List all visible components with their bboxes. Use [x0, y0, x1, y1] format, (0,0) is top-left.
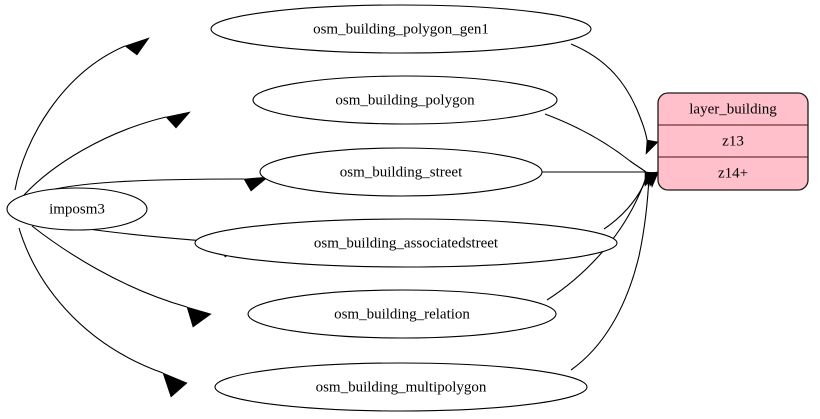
zoom-z13-label: z13	[722, 133, 744, 149]
node-shape[interactable]	[252, 75, 558, 125]
arrow-head-icon	[243, 176, 269, 192]
arrow-head-icon	[186, 306, 212, 328]
edge-path	[544, 113, 647, 173]
node-osm-building-multipolygon[interactable]: osm_building_multipolygon	[214, 362, 588, 412]
edge-imposm3-to-polygon-gen1	[14, 37, 150, 191]
edge-street-to-z14plus	[542, 171, 659, 186]
arrow-head-icon	[648, 172, 659, 188]
node-label: osm_building_relation	[334, 306, 470, 322]
arrow-head-icon	[162, 372, 188, 398]
node-layer-building[interactable]: layer_building z13 z14+	[657, 92, 809, 191]
node-osm-building-polygon[interactable]: osm_building_polygon	[252, 75, 558, 125]
node-shape[interactable]	[6, 187, 148, 231]
node-shape[interactable]	[214, 362, 588, 412]
node-osm-building-relation[interactable]: osm_building_relation	[247, 289, 557, 339]
node-shape[interactable]	[210, 4, 592, 54]
node-shape[interactable]	[259, 147, 543, 197]
node-osm-building-polygon-gen1[interactable]: osm_building_polygon_gen1	[210, 4, 592, 54]
arrow-head-icon	[645, 139, 659, 155]
node-label: osm_building_polygon_gen1	[313, 21, 489, 37]
edge-imposm3-to-multipolygon	[18, 227, 188, 398]
node-shape[interactable]	[247, 289, 557, 339]
node-imposm3[interactable]: imposm3	[6, 187, 148, 231]
node-osm-building-associatedstreet[interactable]: osm_building_associatedstreet	[194, 218, 618, 268]
arrow-head-icon	[124, 37, 150, 56]
edge-path	[570, 175, 650, 371]
layer-title-label: layer_building	[689, 101, 777, 117]
node-label: osm_building_multipolygon	[316, 379, 487, 395]
node-label: osm_building_associatedstreet	[314, 235, 499, 251]
edge-path	[23, 116, 167, 196]
edge-path	[14, 45, 126, 191]
edge-imposm3-to-polygon	[23, 111, 191, 196]
node-label: osm_building_street	[340, 164, 463, 180]
arrow-head-icon	[165, 111, 191, 129]
node-label: imposm3	[49, 201, 105, 217]
edge-path	[570, 43, 648, 141]
edge-path	[18, 227, 164, 374]
node-shape[interactable]	[194, 218, 618, 268]
edge-multipolygon-to-z14plus	[570, 172, 659, 371]
edge-polygon-to-z14plus	[544, 113, 659, 187]
edge-polygon-gen1-to-z13	[570, 43, 659, 155]
edge-path	[546, 173, 648, 301]
node-label: osm_building_polygon	[335, 92, 475, 108]
node-osm-building-street[interactable]: osm_building_street	[259, 147, 543, 197]
edge-imposm3-to-relation	[31, 225, 212, 328]
layer-record-box[interactable]	[657, 92, 809, 191]
edge-path	[31, 225, 188, 308]
zoom-z14plus-label: z14+	[718, 165, 748, 181]
node-layer: imposm3 osm_building_polygon_gen1 osm_bu…	[6, 4, 809, 412]
